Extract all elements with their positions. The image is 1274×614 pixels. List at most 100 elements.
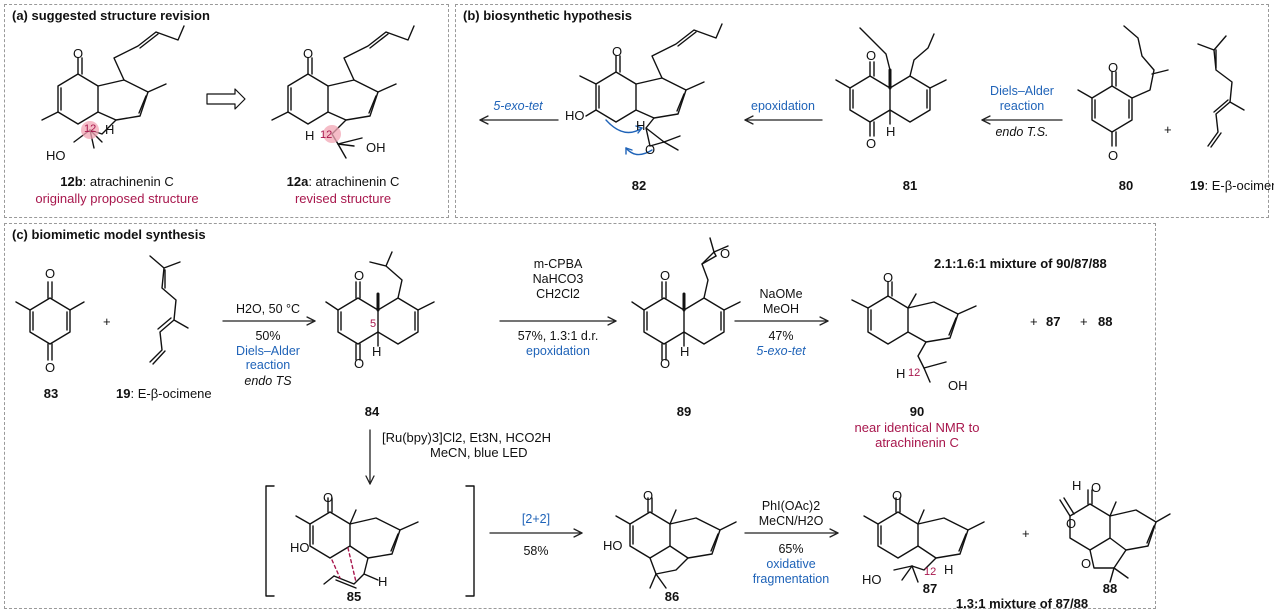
structure-80: [1077, 25, 1169, 147]
atom-o-89-top: O: [660, 268, 671, 283]
label-90: 90: [909, 404, 925, 419]
label-85: 85: [346, 589, 362, 604]
structure-83: [15, 281, 85, 361]
structure-12a: [271, 25, 415, 159]
atom-o-88-ring-2: O: [1081, 556, 1092, 571]
atom-o-90: O: [883, 270, 894, 285]
atom-h-88: H: [1072, 478, 1082, 493]
step-endo-ts-b: endo T.S.: [995, 125, 1049, 139]
atom-o-85: O: [323, 490, 334, 505]
arrow3-5-exo-tet: 5-exo-tet: [756, 344, 806, 358]
note-90-line1: near identical NMR to: [854, 420, 980, 435]
caption-12a: 12a: atrachinenin C: [286, 174, 400, 189]
atom-o-83-bottom: O: [45, 360, 56, 375]
label-83: 83: [43, 386, 59, 401]
atom-ho-12b: HO: [46, 148, 66, 163]
atom-o-12a: O: [303, 46, 314, 61]
atom-o-89-bottom: O: [660, 356, 671, 371]
label-87: 87: [922, 581, 938, 596]
arrow3-naome: NaOMe: [759, 287, 803, 301]
step-epoxidation-b: epoxidation: [751, 99, 815, 113]
structure-88: [1059, 489, 1171, 583]
caption-12b-note: originally proposed structure: [35, 191, 199, 206]
structure-19-b: [1197, 35, 1245, 148]
atom-o-83-top: O: [45, 266, 56, 281]
arrow6-oxidative: oxidative: [766, 557, 816, 571]
panel-c: [4, 223, 1156, 609]
mixture-ratio-bottom: 1.3:1 mixture of 87/88: [955, 596, 1089, 611]
arrow4-solvent-light: MeCN, blue LED: [430, 445, 528, 460]
panel-b: [455, 4, 1269, 218]
atom-o-84-bottom: O: [354, 356, 365, 371]
atom-h-85: H: [378, 574, 388, 589]
structure-12b: [41, 25, 185, 149]
panel-c-title: (c) biomimetic model synthesis: [12, 227, 206, 242]
arrow6-yield: 65%: [778, 542, 804, 556]
arrow1-diels-alder: Diels–Alder: [236, 344, 300, 358]
label-81: 81: [902, 178, 918, 193]
label-80: 80: [1118, 178, 1134, 193]
step-5-exo-tet-b: 5-exo-tet: [493, 99, 543, 113]
atom-h-12a: H: [305, 128, 315, 143]
arrow2-epoxidation: epoxidation: [526, 344, 590, 358]
panel-b-title: (b) biosynthetic hypothesis: [463, 8, 633, 23]
label-89: 89: [676, 404, 692, 419]
arrow1-reaction: reaction: [245, 358, 291, 372]
arrow3-meoh: MeOH: [762, 302, 800, 316]
atom-ho-85: HO: [290, 540, 310, 555]
atom-h-82: H: [636, 118, 646, 133]
plus-c-3: +: [1080, 314, 1088, 329]
label-19-c: 19: E-β-ocimene: [116, 386, 212, 401]
label-82: 82: [631, 178, 647, 193]
atom-o-80-bottom: O: [1108, 148, 1119, 163]
atom-o-82: O: [612, 44, 623, 59]
locant-12-12a: 12: [320, 129, 333, 141]
atom-o-87: O: [892, 488, 903, 503]
label-88: 88: [1102, 581, 1118, 596]
atom-h-12b: H: [105, 122, 115, 137]
step-diels-alder-b-2: reaction: [999, 99, 1045, 113]
panel-a-title: (a) suggested structure revision: [12, 8, 210, 23]
atom-h-90: H: [896, 366, 906, 381]
atom-o-89-epoxide: O: [720, 246, 731, 261]
atom-o-84-top: O: [354, 268, 365, 283]
atom-ho-82: HO: [565, 108, 585, 123]
label-86: 86: [664, 589, 680, 604]
structure-86: [615, 497, 737, 589]
arrow1-endo-ts: endo TS: [244, 374, 292, 388]
atom-h-89: H: [680, 344, 690, 359]
arrow2-yield-dr: 57%, 1.3:1 d.r.: [517, 329, 599, 343]
atom-h-87: H: [944, 562, 954, 577]
label-87-top: 87: [1046, 314, 1061, 329]
arrow2-nahco3: NaHCO3: [532, 272, 584, 286]
atom-o-81-top: O: [866, 48, 877, 63]
arrow6-fragmentation: fragmentation: [752, 572, 830, 586]
retro-arrow: [206, 88, 246, 110]
atom-h-84: H: [372, 344, 382, 359]
plus-b: +: [1164, 122, 1172, 137]
caption-12a-note: revised structure: [294, 191, 392, 206]
structure-85: [265, 485, 475, 597]
plus-c-2: +: [1030, 314, 1038, 329]
arrow4-catalyst: [Ru(bpy)3]Cl2, Et3N, HCO2H: [382, 430, 552, 445]
structure-89: [631, 237, 741, 361]
caption-12b: 12b: atrachinenin C: [60, 174, 174, 189]
arrow5-2plus2: [2+2]: [521, 512, 551, 526]
atom-o-80-top: O: [1108, 60, 1119, 75]
structure-87: [863, 497, 985, 583]
step-diels-alder-b-1: Diels–Alder: [990, 84, 1054, 98]
arrow2-mcpba: m-CPBA: [533, 257, 583, 271]
atom-oh-90: OH: [948, 378, 968, 393]
locant-12-12b: 12: [84, 123, 97, 135]
atom-ho-86: HO: [603, 538, 623, 553]
atom-o-82-epoxide: O: [645, 142, 656, 157]
atom-oh-12a: OH: [366, 140, 386, 155]
label-19-b: 19: E-β-ocimene: [1190, 178, 1274, 193]
atom-o-88-ring-1: O: [1066, 516, 1077, 531]
structure-82: [579, 23, 723, 156]
structure-19-c: [149, 255, 189, 365]
structure-81: [835, 27, 947, 137]
atom-ho-87: HO: [862, 572, 882, 587]
